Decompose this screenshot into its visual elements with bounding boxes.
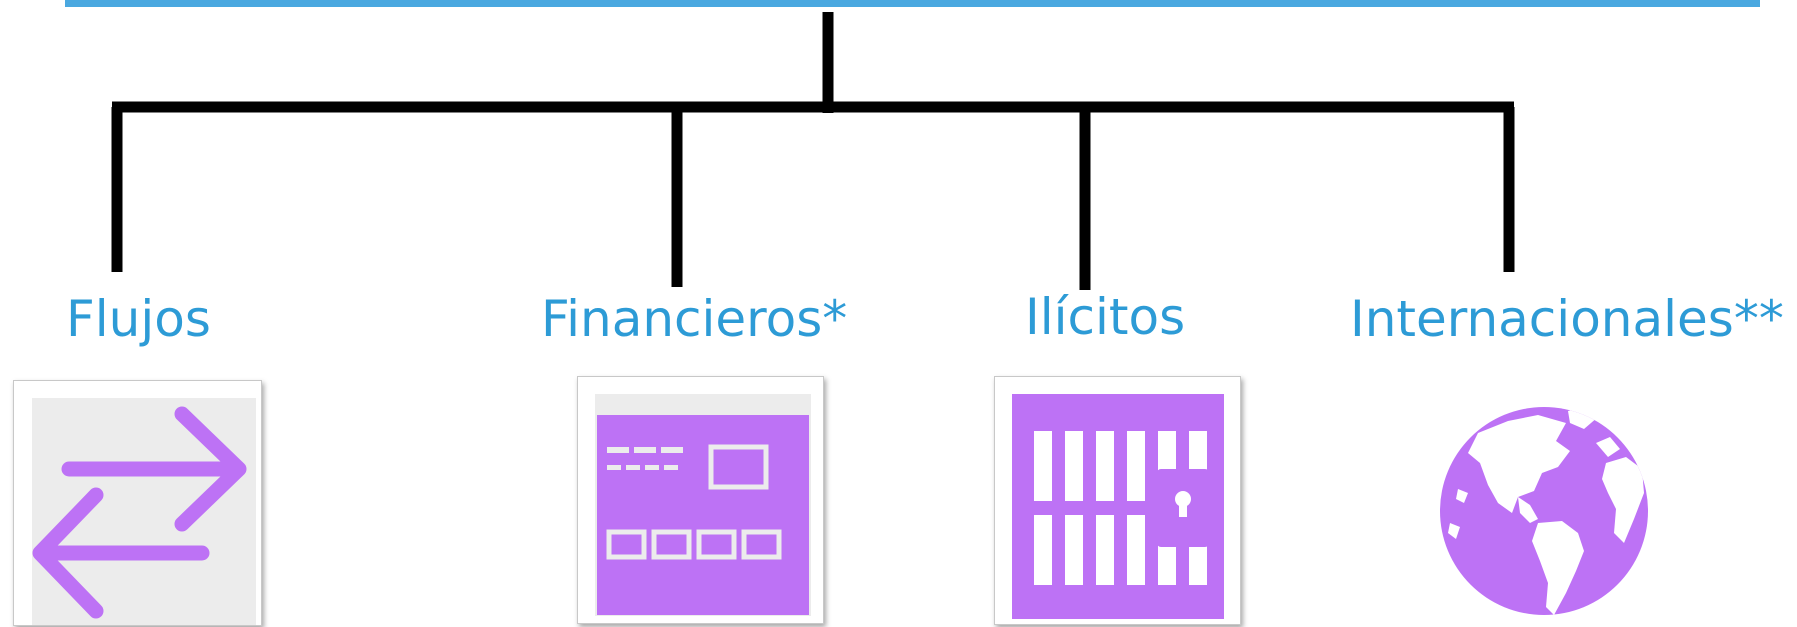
label-ilicitos: Ilícitos xyxy=(1025,288,1186,346)
globe-icon xyxy=(1440,407,1648,615)
top-accent-bar xyxy=(65,0,1760,7)
jail-bars-tile xyxy=(994,376,1241,625)
arrows-exchange-icon xyxy=(32,398,256,625)
credit-card-tile xyxy=(577,376,824,624)
label-financieros: Financieros* xyxy=(541,290,848,348)
label-internacionales: Internacionales** xyxy=(1350,290,1784,348)
arrows-exchange-tile xyxy=(13,380,262,626)
credit-card-icon xyxy=(595,394,811,616)
label-flujos: Flujos xyxy=(66,290,211,348)
jail-bars-icon xyxy=(1012,394,1224,619)
